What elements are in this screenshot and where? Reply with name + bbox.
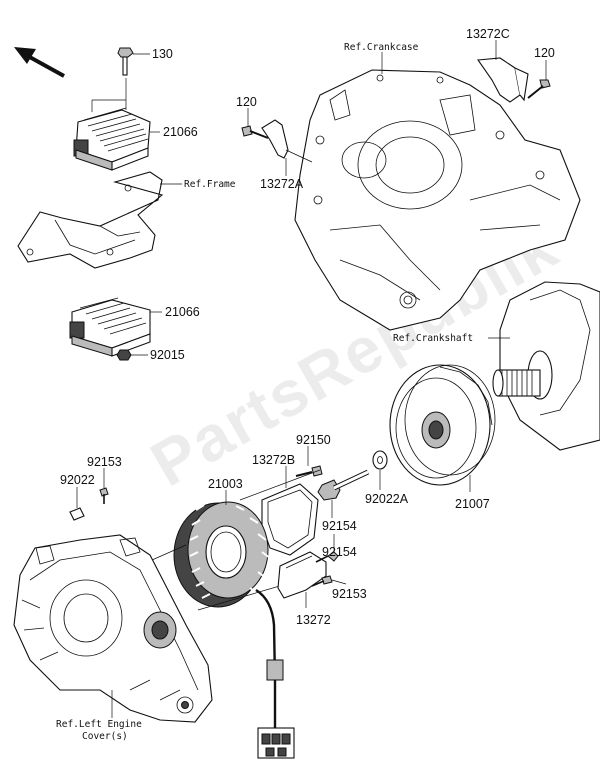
label-21066-upper: 21066 [163, 125, 198, 139]
nut-92015 [116, 349, 132, 361]
left-engine-cover [13, 534, 213, 723]
label-92022: 92022 [60, 473, 95, 487]
label-120-right: 120 [534, 46, 555, 60]
label-13272B: 13272B [252, 453, 295, 467]
bolt-130 [117, 47, 134, 76]
clamp-13272A [261, 119, 289, 159]
gasket-13272B [261, 483, 319, 556]
label-130: 130 [152, 47, 173, 61]
label-13272C: 13272C [466, 27, 510, 41]
label-ref-crankcase: Ref.Crankcase [344, 42, 419, 53]
crankcase [294, 69, 581, 331]
label-92153-left: 92153 [87, 455, 122, 469]
clamp-13272C [477, 57, 529, 103]
label-ref-crankshaft: Ref.Crankshaft [393, 333, 473, 344]
label-92154-rotor: 92154 [322, 519, 357, 533]
plate-13272 [277, 551, 327, 599]
label-92015: 92015 [150, 348, 185, 362]
bolt-92153-left [99, 487, 109, 504]
bolt-120-left [241, 125, 269, 139]
washer-92022A [372, 450, 388, 470]
label-21007: 21007 [455, 497, 490, 511]
regulator-21066-lower [69, 297, 151, 357]
label-21066-lower: 21066 [165, 305, 200, 319]
bolt-92154-rotor [317, 469, 370, 501]
label-120-left: 120 [236, 95, 257, 109]
label-92150: 92150 [296, 433, 331, 447]
label-21003: 21003 [208, 477, 243, 491]
label-92022A: 92022A [365, 492, 409, 506]
rotor-21007 [389, 364, 496, 486]
label-13272: 13272 [296, 613, 331, 627]
label-92153-right: 92153 [332, 587, 367, 601]
crankshaft [492, 281, 600, 451]
label-92154-stator: 92154 [322, 545, 357, 559]
washer-92022 [69, 507, 85, 521]
stator-wire-connector [255, 588, 295, 759]
bolt-92154-stator [315, 551, 339, 563]
bolt-92153-right [311, 575, 333, 587]
label-13272A: 13272A [260, 177, 304, 191]
label-ref-left-engine-cover: Ref.Left Engine [56, 719, 142, 730]
arrow-up-left-icon [14, 47, 65, 78]
bolt-120-right [527, 79, 551, 99]
stator-21003 [173, 501, 271, 608]
label-ref-frame: Ref.Frame [184, 179, 236, 190]
frame-bracket [17, 171, 164, 269]
label-ref-left-engine-cover-2: Cover(s) [82, 731, 128, 742]
regulator-21066-upper [73, 107, 151, 171]
